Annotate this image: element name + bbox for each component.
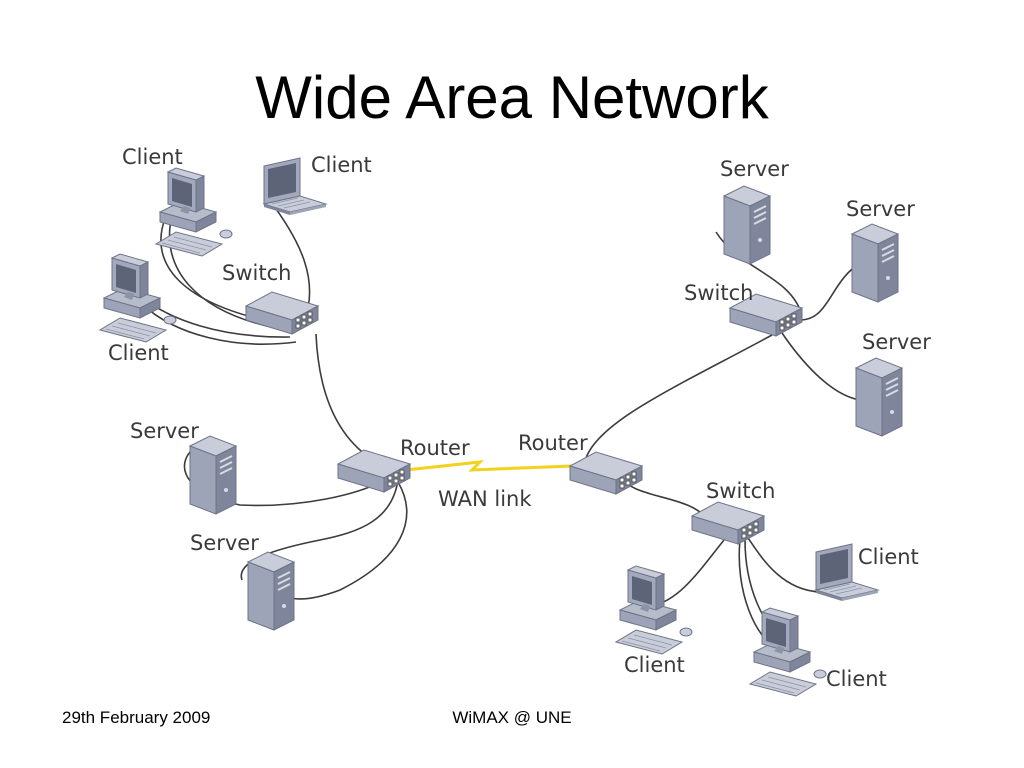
client-desktop-left	[99, 253, 177, 343]
label-client-bottom-2: Client	[826, 667, 887, 691]
label-server-left-2: Server	[190, 531, 259, 555]
router-right	[569, 451, 643, 495]
cable-client-left-switch-2	[141, 303, 297, 345]
label-client-left: Client	[108, 341, 169, 365]
label-client-bottom-right-laptop: Client	[858, 545, 919, 569]
label-switch-left: Switch	[222, 261, 291, 285]
cable-switch-right-server-3	[779, 329, 861, 401]
label-server-right-1: Server	[720, 157, 789, 181]
client-desktop-top-left	[155, 167, 233, 257]
label-client-bottom-1: Client	[624, 653, 685, 677]
cable-switch-left-router	[315, 333, 371, 459]
cable-router-server-left-1	[183, 451, 389, 507]
label-client-top-mid: Client	[311, 153, 372, 177]
server-right-2	[851, 223, 899, 303]
client-desktop-bottom-2	[749, 607, 827, 697]
cable-router-server-left-3	[281, 481, 408, 600]
slide-title: Wide Area Network	[255, 64, 769, 131]
label-switch-right-top: Switch	[684, 281, 753, 305]
label-wan-link: WAN link	[438, 487, 532, 511]
server-left-1	[189, 435, 237, 515]
server-right-3	[855, 357, 903, 437]
server-left-2	[247, 551, 295, 631]
switch-left	[245, 291, 319, 335]
label-router-left: Router	[400, 436, 470, 460]
footer-organization: WiMAX @ UNE	[452, 708, 572, 727]
cable-router-right-switch-right	[585, 334, 773, 459]
client-desktop-bottom-1	[615, 565, 693, 655]
label-server-right-2: Server	[846, 197, 915, 221]
label-router-right: Router	[518, 431, 588, 455]
server-right-1	[723, 185, 771, 265]
label-server-left-1: Server	[130, 419, 199, 443]
label-switch-right-bottom: Switch	[706, 479, 775, 503]
cable-switch-bottom-client-laptop	[747, 537, 821, 593]
footer-date: 29th February 2009	[62, 708, 211, 727]
switch-right-bottom	[691, 501, 765, 545]
wan-link-bolt	[405, 460, 573, 472]
label-client-top-left: Client	[122, 145, 183, 169]
label-server-right-3: Server	[862, 330, 931, 354]
